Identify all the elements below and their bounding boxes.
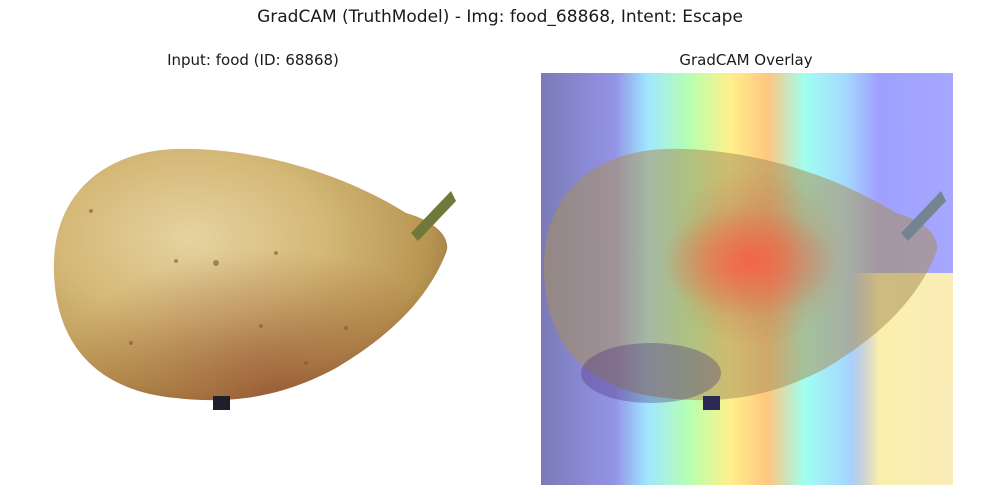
input-panel-title: Input: food (ID: 68868) [167, 51, 339, 69]
overlay-canvas [541, 73, 953, 485]
pear-blossom-end [213, 396, 230, 410]
pear-stem [411, 191, 456, 241]
pear-speckles [89, 209, 348, 365]
pear-illustration [53, 148, 456, 410]
input-image [46, 73, 458, 485]
figure-title: GradCAM (TruthModel) - Img: food_68868, … [257, 7, 743, 27]
gradcam-overlay-image [541, 73, 953, 485]
overlay-panel-title: GradCAM Overlay [679, 51, 813, 69]
